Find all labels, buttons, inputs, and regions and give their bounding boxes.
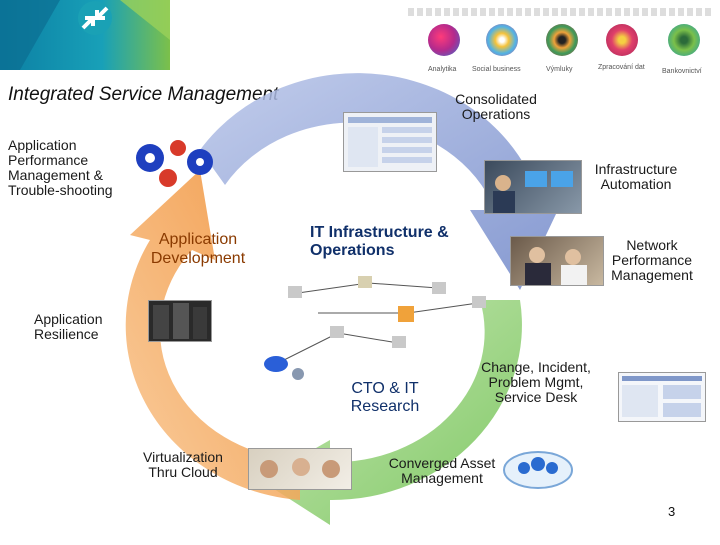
- brand-label-social-business: Social business: [472, 66, 521, 73]
- brand-logo-strip: Analytika Social business Výmluky Zpraco…: [408, 8, 712, 78]
- virtualization-photo: [248, 448, 352, 490]
- application-resilience-photo: [148, 300, 212, 342]
- infrastructure-automation-photo: [484, 160, 582, 214]
- page-title: Integrated Service Management: [8, 84, 279, 105]
- analytics-logo-icon: [428, 24, 460, 56]
- label-converged-asset: Converged Asset Management: [388, 455, 496, 486]
- label-consolidated-operations: Consolidated Operations: [455, 91, 537, 122]
- cloud-people-icon: [500, 444, 576, 490]
- brand-corner-graphic: [0, 0, 170, 70]
- label-application-development: Application Development: [150, 231, 246, 267]
- label-virtualization: Virtualization Thru Cloud: [143, 449, 223, 480]
- gears-icon: [128, 138, 228, 194]
- social-business-logo-icon: [486, 24, 518, 56]
- label-infrastructure-automation: Infrastructure Automation: [594, 161, 678, 192]
- label-network-performance: Network Performance Management: [611, 237, 693, 283]
- data-processing-logo-icon: [606, 24, 638, 56]
- brand-label-vyhlky: Výmluky: [546, 66, 573, 73]
- label-application-resilience: Application Resilience: [34, 311, 103, 342]
- brand-label-banking: Bankovnictví: [662, 68, 702, 75]
- brand-label-analytics: Analytika: [428, 66, 457, 73]
- consolidated-ops-screenshot: [343, 112, 437, 172]
- brand-label-data-processing: Zpracování dat: [598, 64, 645, 71]
- label-application-performance: Application Performance Management & Tro…: [8, 137, 113, 198]
- center-label: IT Infrastructure & Operations: [310, 224, 449, 259]
- banking-logo-icon: [668, 24, 700, 56]
- page-number: 3: [668, 504, 676, 519]
- vyhlky-logo-icon: [546, 24, 578, 56]
- label-change-incident: Change, Incident, Problem Mgmt, Service …: [481, 359, 591, 405]
- service-desk-dashboard: [618, 372, 706, 422]
- label-cto-research: CTO & IT Research: [350, 380, 420, 415]
- network-topology-diagram: [258, 268, 498, 388]
- ibm-stripes-graphic: [408, 8, 712, 16]
- arrows-logo-icon: [78, 2, 112, 34]
- network-performance-photo: [510, 236, 604, 286]
